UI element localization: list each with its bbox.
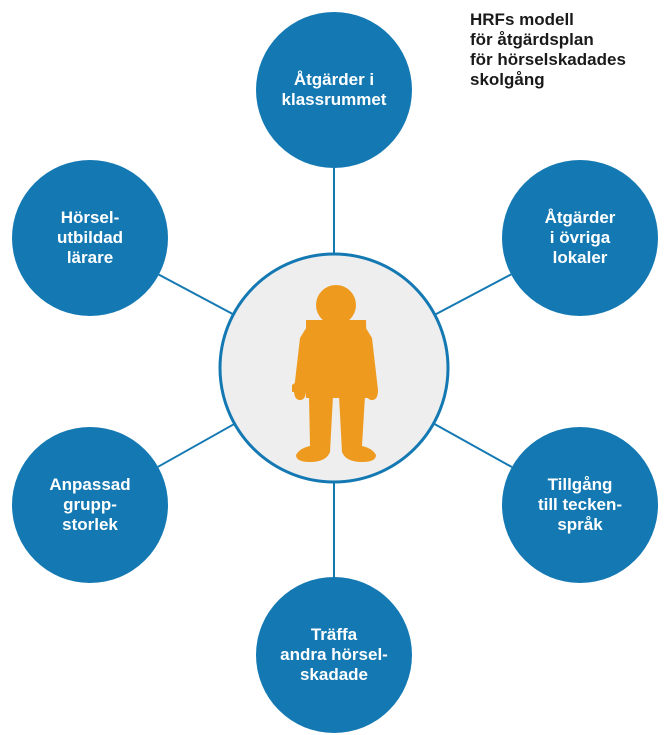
node-label-line: storlek [62, 515, 118, 534]
node-label-line: Anpassad [49, 475, 131, 494]
node-label-line: utbildad [56, 228, 124, 247]
node-label-line: i övriga [549, 228, 611, 247]
node-circle-bottom [256, 577, 412, 733]
connector-line-lower-right [433, 422, 513, 468]
node-label-line: till tecken- [537, 495, 623, 514]
title-line: för hörselskadades [470, 50, 626, 69]
node-label-line: Åtgärder [544, 208, 616, 227]
node-label-line: Hörsel- [60, 208, 120, 227]
node-label-line: Träffa [310, 625, 358, 644]
node-label-line: andra hörsel- [280, 645, 388, 664]
node-circle-top [256, 12, 412, 168]
node-label-line: klassrummet [281, 90, 387, 109]
node-circle-upper-right [502, 160, 658, 316]
title-line: HRFs modell [470, 10, 574, 29]
node-label-line: Tillgång [547, 475, 613, 494]
node-circle-upper-left [12, 160, 168, 316]
connector-line-lower-left [157, 422, 236, 468]
connector-line-upper-left [158, 273, 234, 316]
connector-line-upper-right [434, 273, 512, 316]
node-label-line: skadade [299, 665, 369, 684]
center-node [218, 252, 450, 484]
node-label-line: lokaler [552, 248, 608, 267]
node-label-line: Åtgärder i [293, 70, 375, 89]
title-line: för åtgärdsplan [470, 30, 594, 49]
node-label-line: lärare [66, 248, 114, 267]
outer-nodes [12, 12, 658, 733]
node-label-line: språk [557, 515, 603, 534]
diagram-title: HRFs modell för åtgärdsplan för hörselsk… [470, 10, 660, 90]
node-circle-lower-right [502, 427, 658, 583]
node-label-line: grupp- [63, 495, 117, 514]
node-circle-lower-left [12, 427, 168, 583]
connector-lines [157, 168, 513, 577]
title-line: skolgång [470, 70, 545, 89]
person-icon [292, 285, 378, 462]
